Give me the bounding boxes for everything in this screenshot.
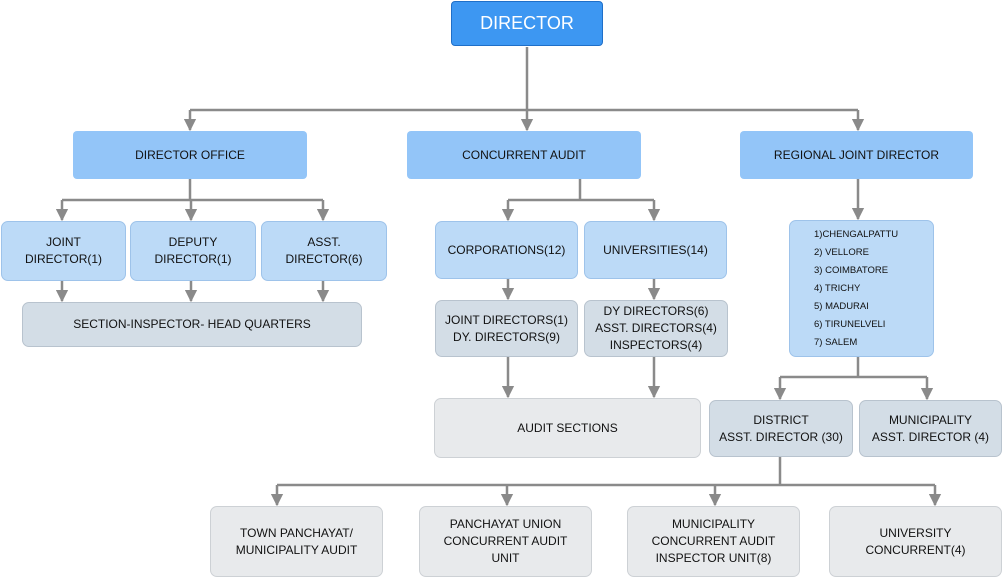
audit-sections-label: AUDIT SECTIONS bbox=[517, 420, 618, 435]
deputy-director-line-1: DEPUTY bbox=[168, 235, 218, 249]
concurrent-audit-label: CONCURRENT AUDIT bbox=[462, 147, 586, 162]
corporations-staff-line-1: JOINT DIRECTORS(1) bbox=[445, 312, 568, 327]
town-panchayat-line-1: TOWN PANCHAYAT/ bbox=[240, 525, 353, 540]
audit-sections-node: AUDIT SECTIONS bbox=[434, 398, 701, 458]
universities-staff-line-3: INSPECTORS(4) bbox=[609, 338, 703, 352]
municipality-unit-line-1: MUNICIPALITY bbox=[671, 517, 756, 531]
municipality-line-1: MUNICIPALITY bbox=[888, 412, 973, 427]
asst-director-line-2: DIRECTOR(6) bbox=[285, 252, 363, 266]
asst-director-line-1: ASST. bbox=[307, 235, 341, 249]
municipality-unit-line-2: CONCURRENT AUDIT bbox=[651, 534, 776, 548]
director-label: DIRECTOR bbox=[480, 13, 574, 33]
municipality-unit-node: MUNICIPALITY CONCURRENT AUDIT INSPECTOR … bbox=[627, 506, 800, 577]
deputy-director-line-2: DIRECTOR(1) bbox=[154, 252, 232, 266]
joint-director-node: JOINT DIRECTOR(1) bbox=[1, 221, 126, 281]
joint-director-line-2: DIRECTOR(1) bbox=[24, 252, 103, 266]
district-line-1: DISTRICT bbox=[753, 412, 809, 427]
regions-list-node: 1)CHENGALPATTU 2) VELLORE 3) COIMBATORE … bbox=[789, 220, 934, 357]
director-node: DIRECTOR bbox=[451, 1, 603, 46]
town-panchayat-line-2: MUNICIPALITY AUDIT bbox=[235, 542, 358, 557]
director-office-node: DIRECTOR OFFICE bbox=[73, 131, 307, 179]
university-concurrent-line-2: CONCURRENT(4) bbox=[865, 542, 966, 557]
municipality-node: MUNICIPALITY ASST. DIRECTOR (4) bbox=[859, 400, 1002, 457]
section-inspector-node: SECTION-INSPECTOR- HEAD QUARTERS bbox=[22, 302, 362, 347]
town-panchayat-node: TOWN PANCHAYAT/ MUNICIPALITY AUDIT bbox=[210, 506, 383, 577]
corporations-staff-node: JOINT DIRECTORS(1) DY. DIRECTORS(9) bbox=[435, 300, 578, 357]
region-item: 5) MADURAI bbox=[814, 300, 869, 312]
regional-joint-director-label: REGIONAL JOINT DIRECTOR bbox=[773, 147, 940, 162]
region-item: 3) COIMBATORE bbox=[814, 264, 889, 276]
concurrent-audit-node: CONCURRENT AUDIT bbox=[407, 131, 641, 179]
panchayat-union-line-2: CONCURRENT AUDIT bbox=[443, 534, 568, 548]
region-item: 4) TRICHY bbox=[814, 282, 861, 294]
panchayat-union-line-1: PANCHAYAT UNION bbox=[449, 517, 562, 531]
region-item: 1)CHENGALPATTU bbox=[814, 228, 899, 240]
district-node: DISTRICT ASST. DIRECTOR (30) bbox=[709, 400, 853, 457]
corporations-label: CORPORATIONS(12) bbox=[447, 242, 566, 257]
municipality-line-2: ASST. DIRECTOR (4) bbox=[871, 429, 990, 444]
region-item: 2) VELLORE bbox=[814, 246, 869, 258]
section-inspector-label: SECTION-INSPECTOR- HEAD QUARTERS bbox=[73, 317, 311, 331]
asst-director-node: ASST. DIRECTOR(6) bbox=[261, 221, 387, 281]
panchayat-union-line-3: UNIT bbox=[491, 551, 520, 565]
municipality-unit-line-3: INSPECTOR UNIT(8) bbox=[655, 551, 772, 565]
universities-staff-line-1: DY DIRECTORS(6) bbox=[603, 304, 709, 318]
university-concurrent-line-1: UNIVERSITY bbox=[879, 525, 952, 540]
deputy-director-node: DEPUTY DIRECTOR(1) bbox=[130, 221, 256, 281]
panchayat-union-node: PANCHAYAT UNION CONCURRENT AUDIT UNIT bbox=[419, 506, 592, 577]
district-line-2: ASST. DIRECTOR (30) bbox=[719, 429, 843, 444]
university-concurrent-node: UNIVERSITY CONCURRENT(4) bbox=[829, 506, 1002, 577]
region-item: 6) TIRUNELVELI bbox=[814, 318, 886, 330]
universities-label: UNIVERSITIES(14) bbox=[603, 242, 708, 257]
director-office-label: DIRECTOR OFFICE bbox=[135, 147, 245, 162]
regional-joint-director-node: REGIONAL JOINT DIRECTOR bbox=[740, 131, 973, 179]
corporations-staff-line-2: DY. DIRECTORS(9) bbox=[453, 329, 560, 344]
region-item: 7) SALEM bbox=[814, 336, 858, 348]
universities-staff-line-2: ASST. DIRECTORS(4) bbox=[595, 321, 717, 335]
joint-director-line-1: JOINT bbox=[46, 235, 81, 249]
universities-staff-node: DY DIRECTORS(6) ASST. DIRECTORS(4) INSPE… bbox=[584, 300, 728, 357]
universities-node: UNIVERSITIES(14) bbox=[584, 221, 727, 279]
corporations-node: CORPORATIONS(12) bbox=[435, 221, 578, 279]
